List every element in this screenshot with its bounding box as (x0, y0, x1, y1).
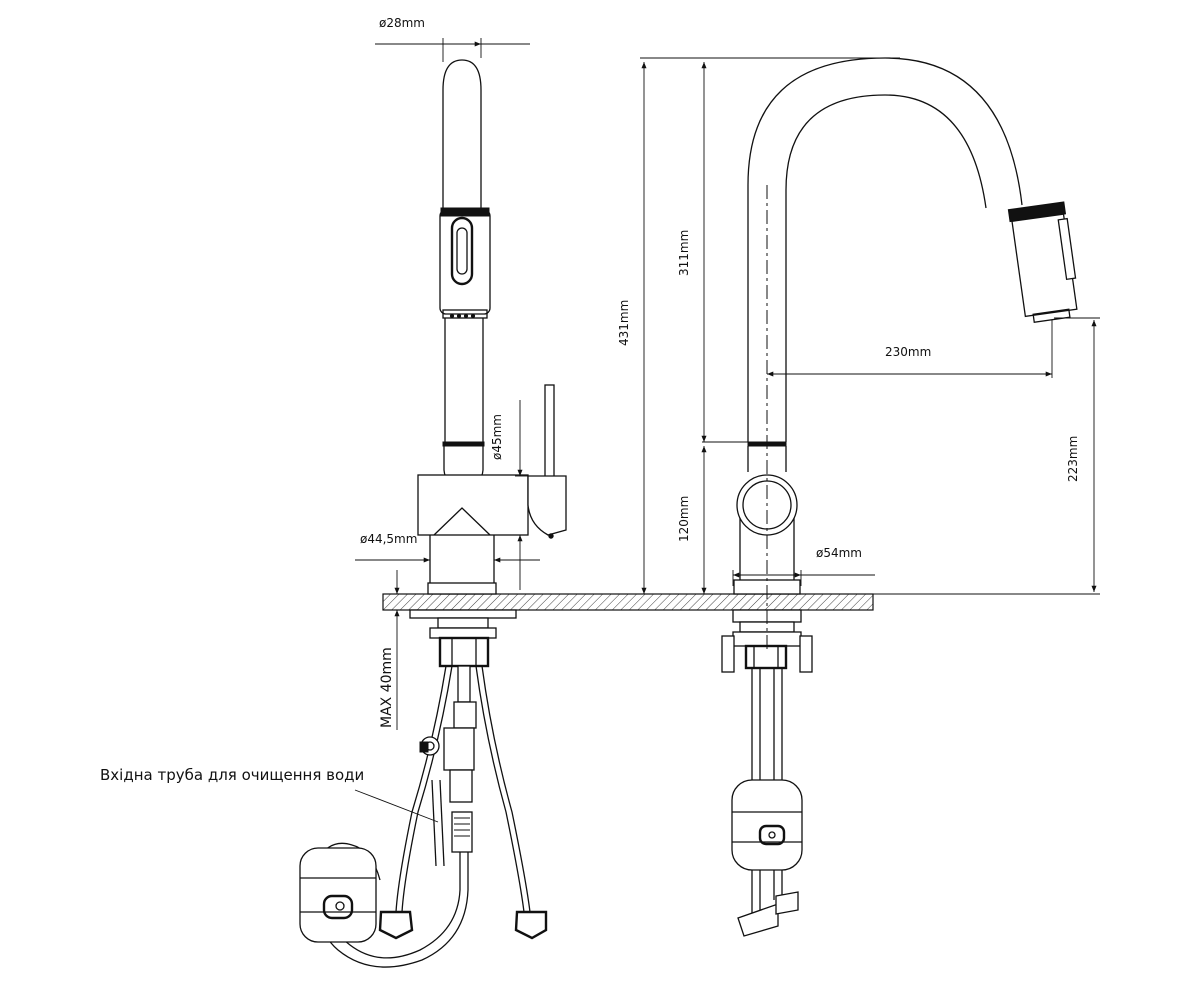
dim-max-40-label: MAX 40mm (379, 647, 395, 728)
dim-45-label: ø45mm (490, 414, 504, 460)
note-text: Вхідна труба для очищення води (100, 766, 364, 784)
spray-head (439, 209, 491, 315)
gooseneck-outer (747, 57, 1023, 442)
countertop (382, 593, 874, 611)
side-spray-head (1007, 201, 1078, 323)
dim-120-label: 120mm (677, 496, 691, 542)
gooseneck-inner (785, 94, 987, 442)
front-view-faucet (299, 59, 567, 968)
dim-311-label: 311mm (677, 230, 691, 276)
dim-54-label: ø54mm (816, 546, 862, 560)
faucet-body (417, 474, 529, 536)
dim-431-label: 431mm (617, 300, 631, 346)
side-view-dimensions: 431mm 311mm 120mm 230mm 223mm ø54mm (617, 57, 1100, 595)
side-view-faucet (721, 57, 1078, 937)
note-leader-line (354, 789, 439, 823)
spout-top (442, 59, 482, 212)
purified-water-inlet-note: Вхідна труба для очищення води (100, 766, 439, 823)
dim-44-5-label: ø44,5mm (360, 532, 417, 546)
dim-223-label: 223mm (1066, 436, 1080, 482)
dim-28-label: ø28mm (379, 16, 425, 30)
front-view-dimensions: ø28mm ø45mm ø44,5mm MAX 40mm (355, 16, 540, 730)
spray-ring (440, 207, 490, 217)
dim-230-label: 230mm (885, 345, 931, 359)
lever-handle (544, 384, 555, 478)
spray-button (450, 216, 474, 286)
